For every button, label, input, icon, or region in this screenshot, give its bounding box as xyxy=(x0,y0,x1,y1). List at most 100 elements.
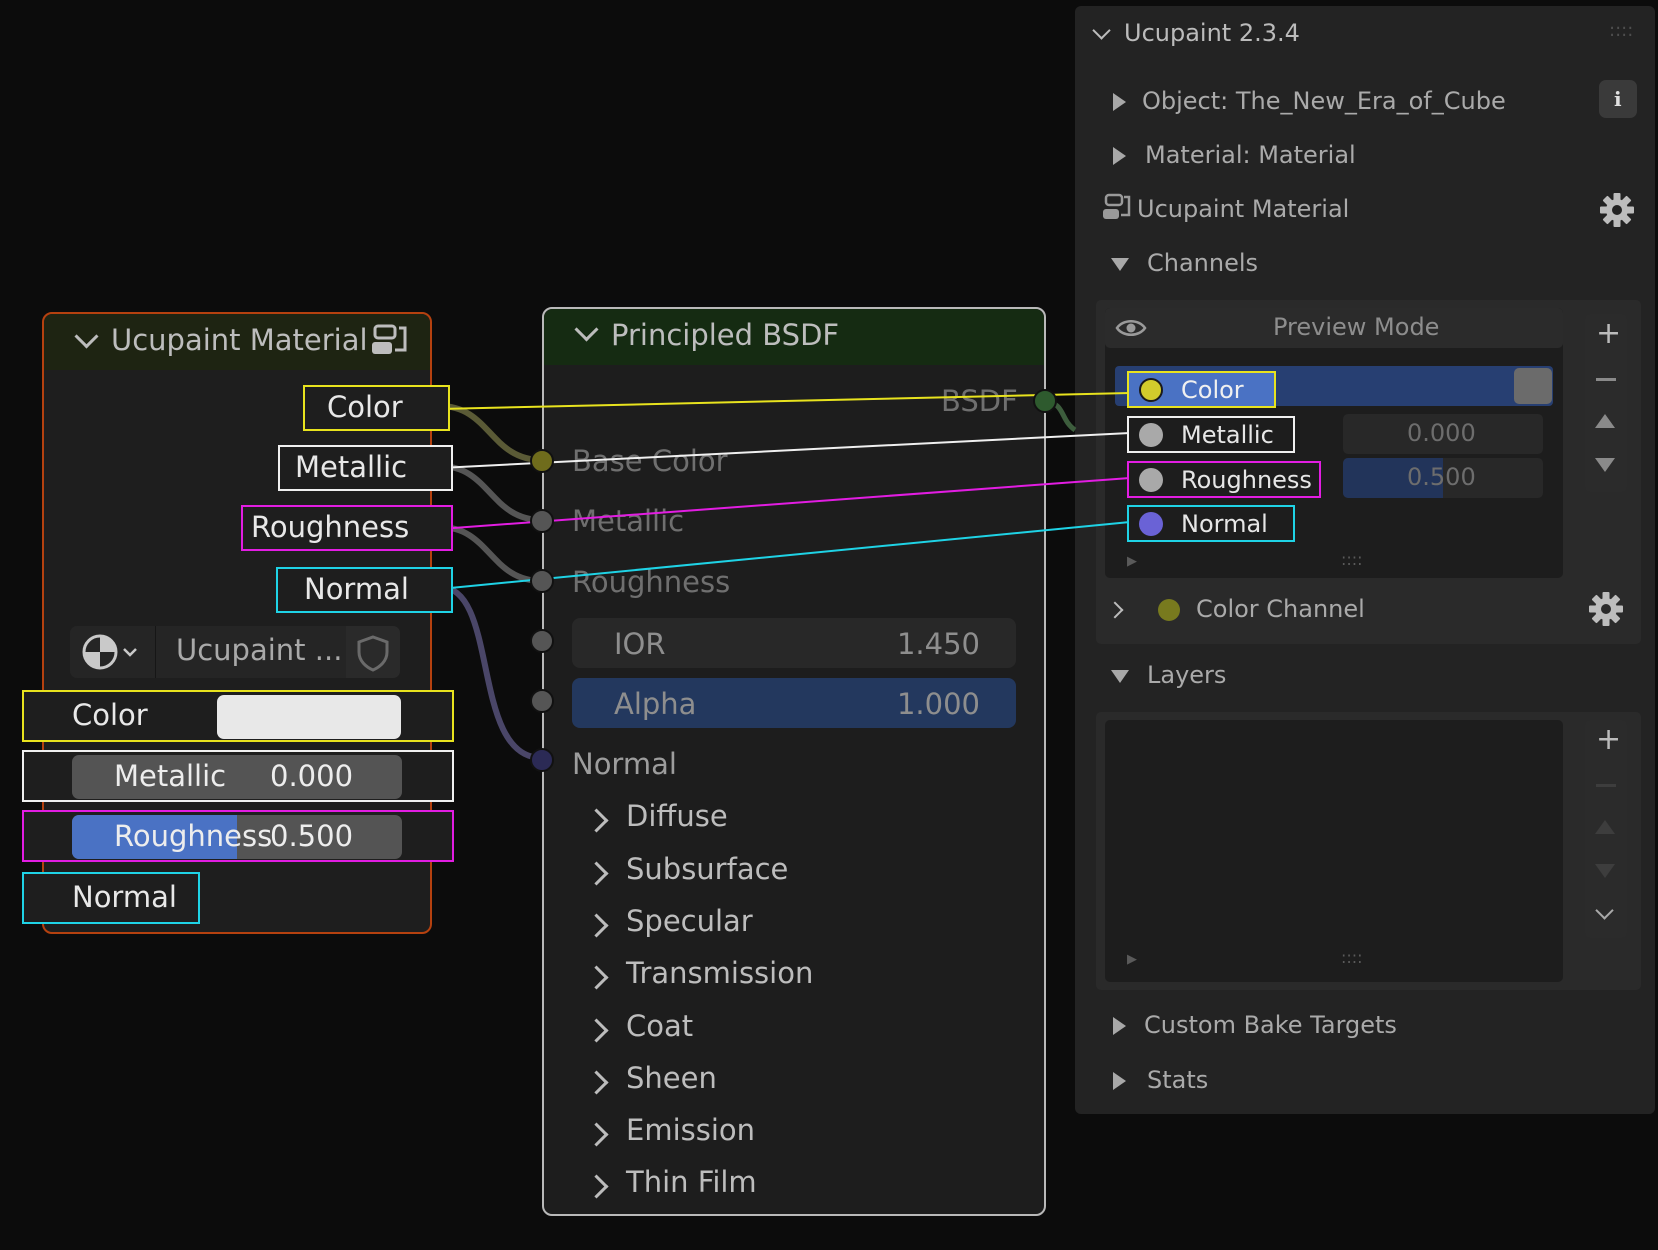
chevron-down-icon[interactable] xyxy=(1092,21,1111,40)
chevron-right-icon xyxy=(584,1070,609,1095)
layer-menu-chevron-icon[interactable] xyxy=(1595,901,1614,920)
panel-specular[interactable]: Specular xyxy=(584,904,984,944)
channel-normal-label-box[interactable]: Normal xyxy=(1127,505,1295,542)
custom-bake-targets-label: Custom Bake Targets xyxy=(1144,1011,1397,1039)
ucupaint-material-label: Ucupaint Material xyxy=(1137,195,1350,223)
custom-bake-targets-row[interactable]: Custom Bake Targets xyxy=(1105,1008,1525,1044)
input-color-label: Color xyxy=(72,698,148,732)
output-color-highlight: Color xyxy=(303,385,450,431)
panel-label: Specular xyxy=(626,904,753,938)
node-tree-icon[interactable] xyxy=(82,634,142,670)
color-channel-row[interactable]: Color Channel xyxy=(1105,590,1575,630)
list-resize-arrow-icon[interactable]: ▶ xyxy=(1127,952,1137,967)
list-resize-arrow-icon[interactable]: ▶ xyxy=(1127,554,1137,569)
info-button[interactable]: i xyxy=(1599,80,1637,118)
fake-user-shield-icon[interactable] xyxy=(355,634,391,672)
channel-roughness-label: Roughness xyxy=(1181,466,1312,494)
input-roughness-row[interactable]: Roughness 0.500 xyxy=(22,810,454,862)
preview-mode-label: Preview Mode xyxy=(1273,313,1440,341)
principled-bsdf-node[interactable]: Principled BSDF BSDF Base Color Metallic… xyxy=(542,307,1046,1216)
move-down-icon[interactable] xyxy=(1595,864,1615,878)
drag-grip-icon[interactable]: :::: xyxy=(1609,20,1634,41)
collapse-arrow-icon xyxy=(1111,670,1129,683)
stats-label: Stats xyxy=(1147,1066,1209,1094)
channel-color-swatch[interactable] xyxy=(1514,368,1552,404)
input-metallic-row[interactable]: Metallic 0.000 xyxy=(22,750,454,802)
channels-label: Channels xyxy=(1147,249,1259,277)
output-metallic-highlight: Metallic xyxy=(278,445,453,491)
channel-list-buttons: + xyxy=(1585,314,1627,492)
channel-metallic-label-box[interactable]: Metallic xyxy=(1127,416,1295,453)
channel-metallic-label: Metallic xyxy=(1181,421,1274,449)
add-channel-icon[interactable]: + xyxy=(1596,316,1622,351)
panel-coat[interactable]: Coat xyxy=(584,1009,984,1049)
panel-transmission[interactable]: Transmission xyxy=(584,956,984,996)
roughness-slider-fill xyxy=(72,815,237,859)
chevron-down-icon[interactable] xyxy=(74,324,99,349)
chevron-right-icon xyxy=(1106,601,1124,619)
panel-title: Ucupaint 2.3.4 xyxy=(1124,19,1300,47)
layers-list[interactable]: ▶ :::: xyxy=(1105,720,1563,982)
material-row[interactable]: Material: Material xyxy=(1105,138,1525,174)
alpha-value: 1.000 xyxy=(896,687,980,721)
channel-roughness-label-box[interactable]: Roughness xyxy=(1127,461,1321,498)
layers-header[interactable]: Layers xyxy=(1105,658,1405,694)
link-roughness xyxy=(439,524,543,584)
panel-diffuse[interactable]: Diffuse xyxy=(584,799,984,839)
metallic-slider-label: Metallic xyxy=(114,759,227,793)
group-selector[interactable]: Ucupaint ... xyxy=(70,626,400,678)
panel-thin-film[interactable]: Thin Film xyxy=(584,1165,984,1205)
panel-label: Emission xyxy=(626,1113,756,1147)
stats-row[interactable]: Stats xyxy=(1105,1063,1525,1099)
channel-color-socket-icon xyxy=(1139,378,1163,402)
move-up-icon[interactable] xyxy=(1595,414,1615,428)
input-normal-row[interactable]: Normal xyxy=(22,872,200,924)
metallic-input-label: Metallic xyxy=(572,504,685,538)
panel-subsurface[interactable]: Subsurface xyxy=(584,852,984,892)
panel-label: Thin Film xyxy=(626,1165,757,1199)
list-grip-icon[interactable]: :::: xyxy=(1341,948,1363,967)
group-selector-name[interactable]: Ucupaint ... xyxy=(176,633,343,667)
remove-channel-icon[interactable] xyxy=(1596,378,1616,381)
channel-roughness-value-field[interactable]: 0.500 xyxy=(1343,458,1543,498)
remove-layer-icon[interactable] xyxy=(1596,784,1616,787)
ior-field[interactable]: IOR 1.450 xyxy=(572,618,1016,668)
object-label: Object: The_New_Era_of_Cube xyxy=(1142,87,1506,115)
input-color-row[interactable]: Color xyxy=(22,690,454,742)
move-up-icon[interactable] xyxy=(1595,820,1615,834)
output-metallic-label: Metallic xyxy=(295,450,408,484)
node-title: Principled BSDF xyxy=(611,318,840,352)
expand-arrow-icon xyxy=(1113,1072,1126,1090)
color-channel-socket-icon xyxy=(1158,599,1180,621)
metallic-slider[interactable]: Metallic 0.000 xyxy=(72,755,402,799)
node-header[interactable]: Ucupaint Material xyxy=(44,314,430,370)
move-down-icon[interactable] xyxy=(1595,458,1615,472)
ior-label: IOR xyxy=(614,627,666,661)
node-group-icon xyxy=(1103,193,1131,219)
alpha-field[interactable]: Alpha 1.000 xyxy=(572,678,1016,728)
input-color-swatch[interactable] xyxy=(217,695,401,739)
channel-metallic-value-field[interactable]: 0.000 xyxy=(1343,414,1543,454)
node-group-icon[interactable] xyxy=(369,320,411,362)
object-row[interactable]: Object: The_New_Era_of_Cube xyxy=(1105,84,1525,120)
output-normal-highlight: Normal xyxy=(276,567,453,613)
ucupaint-material-row[interactable]: Ucupaint Material xyxy=(1101,192,1521,228)
output-color-label: Color xyxy=(327,390,403,424)
output-roughness-highlight: Roughness xyxy=(241,505,453,551)
expand-arrow-icon xyxy=(1113,147,1126,165)
add-layer-icon[interactable]: + xyxy=(1596,722,1622,757)
list-grip-icon[interactable]: :::: xyxy=(1341,550,1363,569)
panel-emission[interactable]: Emission xyxy=(584,1113,984,1153)
panel-sheen[interactable]: Sheen xyxy=(584,1061,984,1101)
chevron-down-icon[interactable] xyxy=(574,317,599,342)
preview-mode-button[interactable]: Preview Mode xyxy=(1105,308,1563,348)
roughness-slider[interactable]: Roughness 0.500 xyxy=(72,815,402,859)
channels-header[interactable]: Channels xyxy=(1105,246,1405,282)
output-normal-label: Normal xyxy=(304,572,409,606)
gear-icon[interactable] xyxy=(1598,191,1636,229)
channel-color-label-box[interactable]: Color xyxy=(1127,371,1276,408)
chevron-right-icon xyxy=(584,965,609,990)
metallic-slider-value: 0.000 xyxy=(270,759,354,793)
node-header[interactable]: Principled BSDF xyxy=(544,309,1044,365)
gear-icon[interactable] xyxy=(1587,590,1625,628)
